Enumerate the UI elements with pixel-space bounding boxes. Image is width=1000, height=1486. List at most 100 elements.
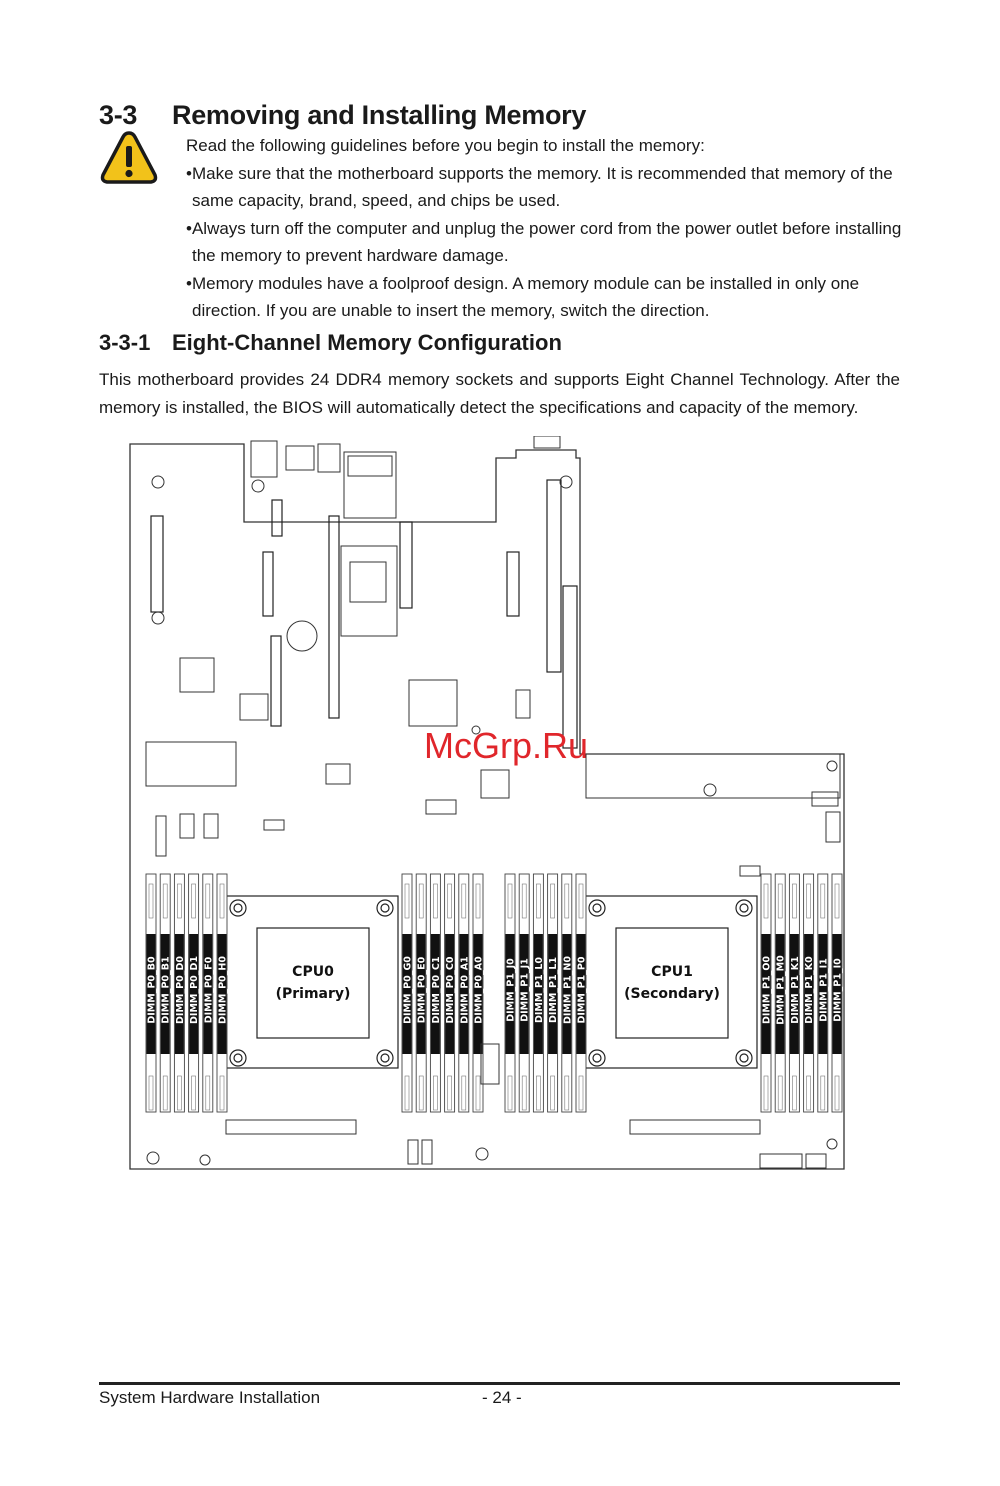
dimm-slot-latch — [191, 1075, 196, 1111]
dimm-slot-latch — [792, 883, 797, 919]
dimm-slot-label: DIMM_P1_L1 — [548, 957, 559, 1023]
dimm-slot: DIMM_P0_C0 — [444, 873, 456, 1113]
dimm-slot-module — [160, 934, 170, 1054]
dimm-slot-latch — [162, 883, 168, 919]
dimm-slot-latch — [564, 1075, 570, 1111]
dimm-slot-module — [548, 934, 558, 1054]
dimm-slot-label: DIMM_P1_J0 — [506, 958, 517, 1022]
dimm-slot-label: DIMM_P0_C0 — [445, 956, 456, 1023]
dimm-slot-module — [203, 934, 213, 1054]
dimm-slot-latch — [148, 1075, 154, 1111]
subsection-number: 3-3-1 — [99, 330, 151, 355]
dimm-slot: DIMM_P1_M0 — [774, 873, 787, 1113]
dimm-slot-latch — [447, 1075, 452, 1111]
dimm-slot-module — [832, 934, 842, 1054]
dimm-slot: DIMM_P0_C1 — [429, 873, 442, 1113]
dimm-slot-module — [402, 934, 412, 1054]
dimm-slot-latch — [777, 883, 783, 919]
subsection-title: Eight-Channel Memory Configuration — [172, 330, 562, 355]
dimm-slot: DIMM_P1_L1 — [547, 873, 559, 1113]
guideline-bullet: •Make sure that the motherboard supports… — [186, 163, 893, 211]
section-title: Removing and Installing Memory — [172, 100, 587, 130]
dimm-slot-label: DIMM_P1_J1 — [520, 958, 531, 1022]
dimm-slot-module — [146, 934, 156, 1054]
dimm-slot-label: DIMM_P1_L0 — [534, 957, 545, 1023]
intro-paragraph: This motherboard provides 24 DDR4 memory… — [99, 370, 900, 417]
dimm-slot: DIMM_P1_I0 — [831, 873, 844, 1113]
dimm-slot-module — [473, 934, 483, 1054]
board-outline — [129, 443, 845, 1170]
dimm-slot: DIMM_P1_L0 — [532, 873, 545, 1113]
dimm-slot-module — [818, 934, 828, 1054]
cpu0-label: CPU0 — [292, 964, 334, 980]
dimm-slot: DIMM_P1_K0 — [803, 873, 815, 1113]
dimm-slot-label: DIMM_P1_P0 — [577, 956, 588, 1023]
dimm-slot: DIMM_P1_I1 — [817, 873, 829, 1113]
dimm-slot-module — [519, 934, 529, 1054]
dimm-slot-module — [761, 934, 771, 1054]
dimm-slot-latch — [461, 1075, 467, 1111]
dimm-slot-latch — [433, 1075, 438, 1111]
dimm-slot-latch — [820, 883, 826, 919]
dimm-slot-label: DIMM_P1_O0 — [762, 956, 773, 1024]
dimm-slot-latch — [564, 883, 570, 919]
dimm-slot-latch — [433, 883, 438, 919]
dimm-slot: DIMM_P0_F0 — [202, 873, 214, 1113]
watermark-text: McGrp.Ru — [424, 725, 588, 766]
dimm-slot: DIMM_P0_B0 — [145, 873, 158, 1113]
dimm-slot-module — [416, 934, 426, 1054]
dimm-slot-latch — [521, 883, 527, 919]
dimm-slot-label: DIMM_P0_D0 — [175, 956, 186, 1024]
dimm-slot-label: DIMM_P0_A1 — [459, 956, 470, 1023]
dimm-slot-label: DIMM_P1_I0 — [833, 958, 844, 1022]
footer-rule — [99, 1382, 900, 1385]
dimm-slot-latch — [177, 883, 182, 919]
dimm-slot-latch — [834, 1075, 840, 1111]
dimm-slot-module — [445, 934, 455, 1054]
board-jumper — [480, 1043, 500, 1085]
dimm-slot: DIMM_P0_H0 — [216, 873, 229, 1113]
dimm-slot: DIMM_P0_B1 — [159, 873, 172, 1113]
dimm-slot: DIMM_P0_D1 — [188, 873, 200, 1113]
dimm-slot-latch — [521, 1075, 527, 1111]
dimm-slot-label: DIMM_P0_E0 — [417, 956, 428, 1023]
expansion-slots — [150, 479, 578, 749]
dimm-slot-module — [576, 934, 586, 1054]
cpu1-socket — [584, 895, 758, 1069]
dimm-slot-latch — [536, 883, 541, 919]
dimm-slot-latch — [820, 1075, 826, 1111]
dimm-slot-label: DIMM_P1_N0 — [562, 956, 573, 1024]
mounting-holes — [146, 475, 838, 1166]
dimm-slot-latch — [536, 1075, 541, 1111]
dimm-slot-module — [804, 934, 814, 1054]
dimm-slot-latch — [550, 1075, 555, 1111]
warning-triangle-icon — [100, 131, 158, 184]
dimm-slot-latch — [162, 1075, 168, 1111]
dimm-slot-latch — [205, 883, 211, 919]
dimm-slot-latch — [191, 883, 196, 919]
dimm-slot: DIMM_P0_G0 — [401, 873, 414, 1113]
bottom-connectors — [155, 791, 841, 1169]
dimm-slot: DIMM_P0_E0 — [415, 873, 428, 1113]
dimm-slot-module — [174, 934, 184, 1054]
dimm-slot-latch — [777, 1075, 783, 1111]
guidelines-intro: Read the following guidelines before you… — [186, 136, 705, 155]
dimm-slot-label: DIMM_P0_B0 — [147, 956, 158, 1024]
cpu0-role: (Primary) — [276, 986, 351, 1002]
dimm-slot-module — [189, 934, 199, 1054]
dimm-slot-latch — [792, 1075, 797, 1111]
dimm-slot-module — [430, 934, 440, 1054]
dimm-slot-label: DIMM_P1_I1 — [818, 958, 829, 1022]
dimm-slot: DIMM_P0_A0 — [472, 873, 485, 1113]
dimm-slot-latch — [404, 883, 410, 919]
guideline-bullet: •Always turn off the computer and unplug… — [186, 218, 902, 266]
footer-section: System Hardware Installation — [99, 1388, 321, 1407]
dimm-slot-latch — [578, 883, 584, 919]
dimm-slot: DIMM_P1_P0 — [575, 873, 588, 1113]
dimm-slot: DIMM_P1_J1 — [518, 873, 531, 1113]
dimm-slot-label: DIMM_P0_F0 — [203, 956, 214, 1023]
dimm-slot-latch — [148, 883, 154, 919]
dimm-slot-latch — [177, 1075, 182, 1111]
dimm-slot: DIMM_P1_N0 — [561, 873, 573, 1113]
